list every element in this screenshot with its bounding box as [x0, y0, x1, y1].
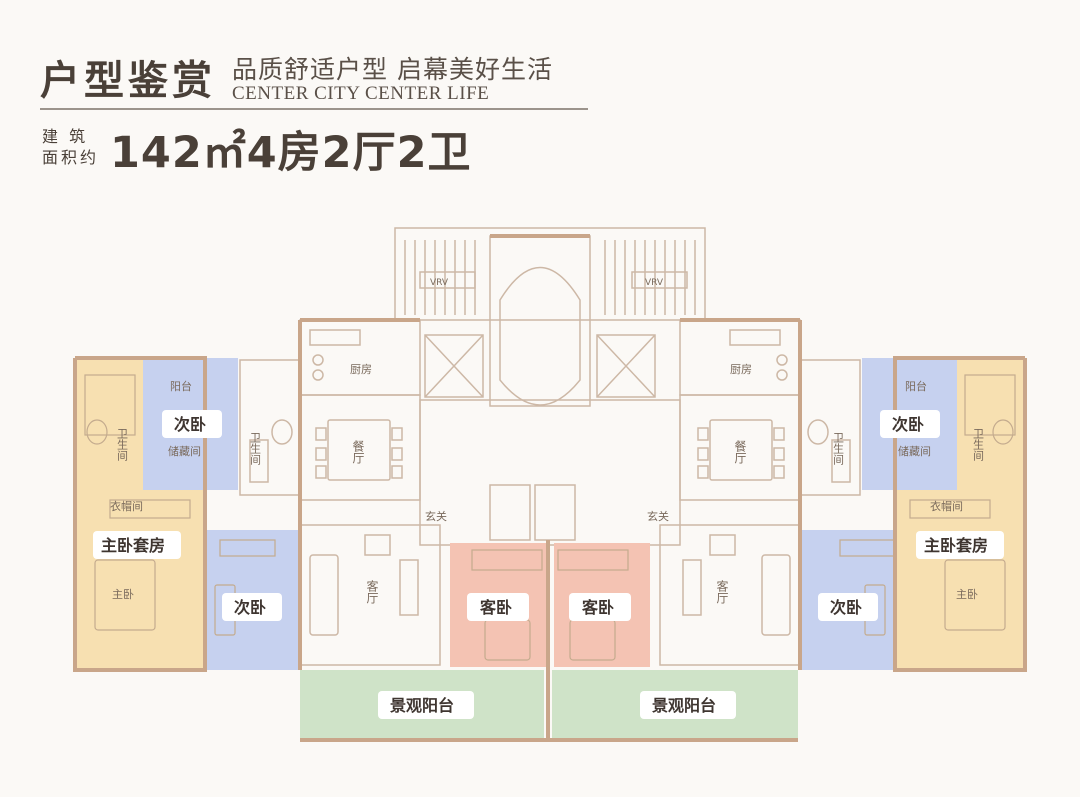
chip-bg-guest-right [569, 593, 631, 621]
stair-outline [489, 235, 591, 407]
chip-bg-secondary-br [818, 593, 878, 621]
balcony-left-label: 阳台 [170, 379, 192, 393]
cloakroom-left-label: 衣帽间 [110, 499, 143, 513]
kitchen-right-label: 厨房 [730, 363, 752, 376]
label-guest-bedroom-right: 客卧 [582, 598, 614, 617]
master-bath-right-label: 卫生间 [972, 428, 985, 462]
wall-master-left [73, 356, 207, 672]
vrv-box-right [631, 271, 688, 289]
kitchen-right-outline [679, 319, 801, 396]
living-right-label: 客厅 [715, 579, 729, 604]
slogan-english: CENTER CITY CENTER LIFE [232, 83, 490, 104]
label-guest-bedroom-left: 客卧 [480, 598, 512, 617]
header: 户型鉴赏 品质舒适户型 启幕美好生活 CENTER CITY CENTER LI… [0, 0, 1080, 190]
elevator-right [596, 334, 656, 398]
vrv-left-label: VRV [430, 278, 449, 288]
kitchen-left-label: 厨房 [350, 363, 372, 376]
chip-bg-master-left [93, 531, 181, 559]
balcony-right-label: 阳台 [905, 379, 927, 393]
area-label-line-1: 建 筑 [42, 127, 89, 146]
slogan-chinese: 品质舒适户型 启幕美好生活 [232, 55, 553, 84]
dining-right-label: 餐厅 [733, 439, 747, 464]
vrv-box-left [419, 271, 476, 289]
label-secondary-bedroom-bl: 次卧 [234, 598, 266, 617]
central-lobby [419, 399, 681, 546]
label-master-suite-left: 主卧套房 [101, 536, 165, 555]
label-secondary-bedroom-tr: 次卧 [892, 415, 924, 434]
chip-bg-secondary-tl [162, 410, 222, 438]
area-label-line-2: 面积约 [42, 148, 100, 167]
label-landscape-balcony-right: 景观阳台 [652, 696, 716, 715]
dining-left-label: 餐厅 [351, 439, 365, 464]
master-bed-right-label: 主卧 [956, 588, 978, 601]
label-master-suite-right: 主卧套房 [924, 536, 988, 555]
master-bath-left-label: 卫生间 [116, 428, 129, 462]
living-left-label: 客厅 [365, 579, 379, 604]
chip-bg-master-right [916, 531, 1004, 559]
living-right-outline [659, 524, 801, 666]
label-secondary-bedroom-br: 次卧 [830, 598, 862, 617]
chip-bg-balcony-left [378, 691, 474, 719]
page-title: 户型鉴赏 [40, 58, 216, 104]
foyer-left-label: 玄关 [425, 509, 447, 523]
stair-curve [499, 266, 581, 406]
storage-right-label: 储藏间 [898, 444, 931, 458]
storage-left-label: 储藏间 [168, 444, 201, 458]
elevator-left [424, 334, 484, 398]
chip-bg-secondary-bl [222, 593, 282, 621]
vrv-right-label: VRV [645, 278, 664, 288]
dining-table-left [315, 419, 403, 481]
dining-table-right [697, 419, 785, 481]
cloakroom-right-label: 衣帽间 [930, 499, 963, 513]
chip-bg-guest-left [467, 593, 529, 621]
wall-master-right [893, 356, 1027, 672]
ac-grille-right [604, 240, 696, 315]
label-secondary-bedroom-tl: 次卧 [174, 415, 206, 434]
area-label: 建 筑 面积约 [42, 126, 112, 168]
foyer-right-label: 玄关 [647, 509, 669, 523]
header-divider [40, 108, 588, 110]
bathroom-left-label: 卫生间 [249, 432, 262, 466]
chip-bg-secondary-tr [880, 410, 940, 438]
chip-bg-balcony-right [640, 691, 736, 719]
unit-spec: 142㎡4房2厅2卫 [110, 128, 472, 178]
master-bed-left-label: 主卧 [112, 588, 134, 601]
bathroom-right-label: 卫生间 [832, 432, 845, 466]
bottom-edge [0, 784, 1080, 797]
label-landscape-balcony-left: 景观阳台 [390, 696, 454, 715]
top-platform-outline [394, 227, 706, 321]
